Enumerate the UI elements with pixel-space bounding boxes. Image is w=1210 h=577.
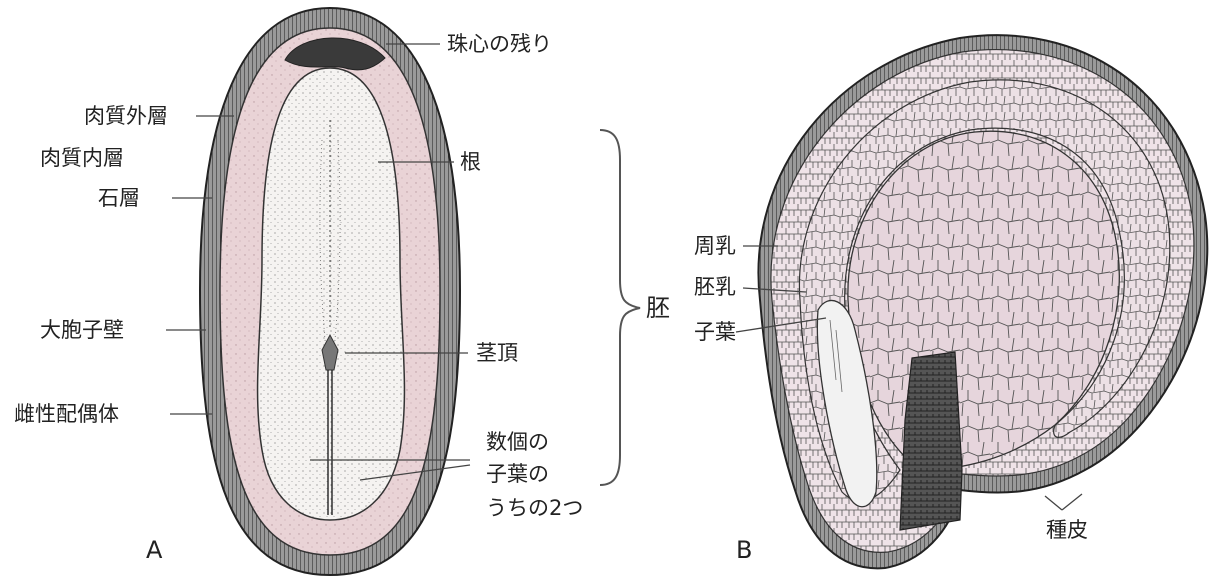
label-seed-coat: 種皮 [1046,520,1088,541]
label-endosperm: 胚乳 [694,277,736,298]
label-cotyledons-line3: うちの2つ [486,498,583,519]
radicle-shape [900,352,962,530]
label-nucellus-remnant: 珠心の残り [447,34,552,55]
panel-a-letter: A [146,538,162,562]
embryo-shape [258,68,405,520]
label-shoot-apex: 茎頂 [476,343,518,364]
label-stony-layer: 石層 [98,188,140,209]
label-cotyledons-line1: 数個の [486,432,549,453]
panel-b-seed [758,35,1207,568]
label-perisperm: 周乳 [694,236,736,257]
embryo-brace [600,130,640,485]
label-embryo: 胚 [646,296,670,320]
panel-b-letter: B [736,538,752,562]
label-cotyledons-line2: 子葉の [486,464,549,485]
panel-a-seed [200,8,460,575]
label-female-gametophyte: 雌性配偶体 [14,404,119,425]
label-fleshy-outer-layer: 肉質外層 [84,106,168,127]
label-fleshy-inner-layer: 肉質内層 [40,148,124,169]
label-cotyledon: 子葉 [694,322,736,343]
label-root: 根 [460,152,481,173]
label-megasporangium-wall: 大胞子壁 [40,320,124,341]
